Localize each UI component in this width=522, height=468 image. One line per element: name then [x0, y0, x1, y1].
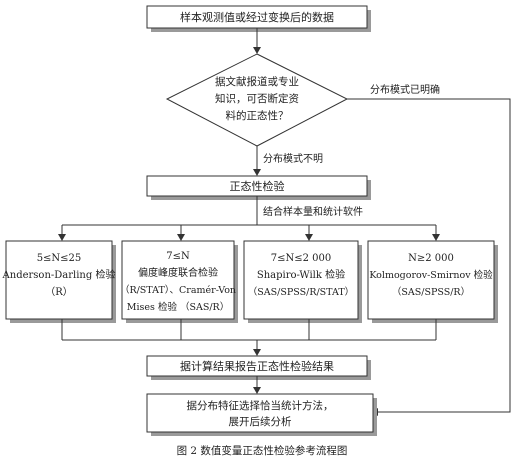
- method-4-range: N≥2 000: [408, 253, 454, 264]
- decision-diamond: 据文献报道或专业 知识，可否断定资 料的正态性？: [165, 53, 349, 147]
- method-4-line-1: Kolmogorov-Smirnov 检验: [369, 269, 493, 281]
- branch-label: 结合样本量和统计软件: [263, 205, 363, 218]
- normality-test-text: 正态性检验: [230, 179, 285, 193]
- method-box-anderson-darling: 5≤N≤25 Anderson-Darling 检验 （R）: [2, 240, 116, 323]
- method-1-range: 5≤N≤25: [37, 253, 82, 264]
- no-label: 分布模式不明: [263, 152, 323, 165]
- decision-line-1: 据文献报道或专业: [215, 75, 299, 88]
- decision-line-3: 料的正态性？: [226, 109, 289, 122]
- final-box: 据分布特征选择恰当统计方法， 展开后续分析: [146, 393, 377, 436]
- method-box-kolmogorov-smirnov: N≥2 000 Kolmogorov-Smirnov 检验 （SAS/SPSS/…: [367, 240, 498, 323]
- method-4-line-2: （SAS/SPSS/R）: [392, 286, 470, 298]
- normality-test-box: 正态性检验: [146, 175, 371, 200]
- yes-label: 分布模式已明确: [370, 83, 440, 96]
- method-3-line-1: Shapiro-Wilk 检验: [257, 268, 345, 281]
- report-box: 据计算结果报告正态性检验结果: [146, 355, 371, 380]
- method-3-range: 7≤N≤2 000: [271, 253, 332, 264]
- method-box-shapiro-wilk: 7≤N≤2 000 Shapiro-Wilk 检验 （SAS/SPSS/R/ST…: [243, 240, 362, 323]
- final-line-2: 展开后续分析: [229, 415, 292, 428]
- method-box-skewness-kurtosis: 7≤N 偏度峰度联合检验 （R/STAT）、Cramér-Von Mises 检…: [120, 240, 238, 323]
- method-1-line-2: （R）: [45, 286, 73, 298]
- figure-caption: 图 2 数值变量正态性检验参考流程图: [177, 444, 348, 457]
- method-2-range: 7≤N: [166, 251, 190, 262]
- start-text: 样本观测值或经过变换后的数据: [180, 10, 334, 24]
- method-2-line-3: Mises 检验 （SAS/R）: [127, 301, 229, 313]
- method-1-line-1: Anderson-Darling 检验: [2, 268, 116, 281]
- report-text: 据计算结果报告正态性检验结果: [180, 359, 334, 373]
- yes-path-line: [347, 98, 511, 413]
- method-2-line-1: 偏度峰度联合检验: [138, 266, 218, 279]
- method-2-line-2: （R/STAT）、Cramér-Von: [120, 284, 236, 296]
- final-line-1: 据分布特征选择恰当统计方法，: [187, 399, 334, 412]
- method-3-line-2: （SAS/SPSS/R/STAT）: [248, 286, 354, 298]
- start-box: 样本观测值或经过变换后的数据: [146, 5, 371, 32]
- decision-line-2: 知识，可否断定资: [215, 92, 299, 105]
